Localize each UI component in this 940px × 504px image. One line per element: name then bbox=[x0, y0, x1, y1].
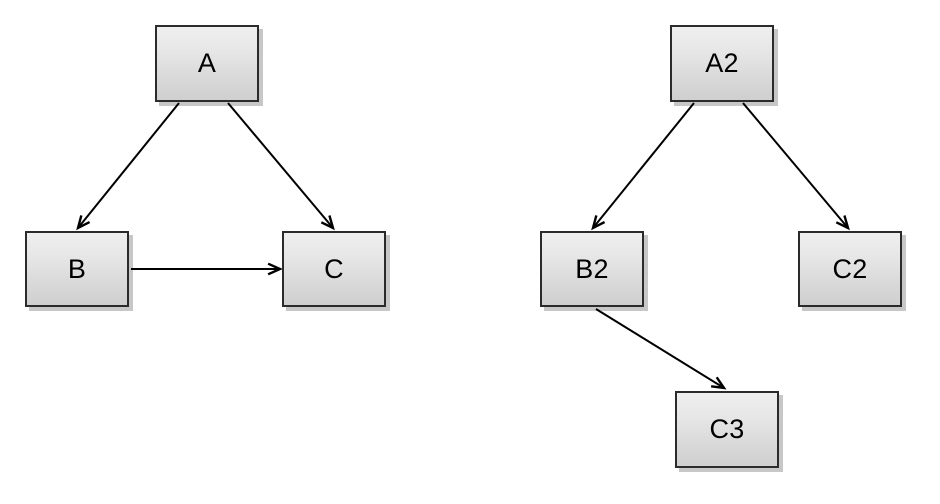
node-label: B bbox=[67, 253, 87, 284]
node-a[interactable]: A bbox=[155, 25, 259, 102]
arrowhead-icon bbox=[591, 215, 606, 231]
edge-line bbox=[592, 102, 695, 229]
node-label: B2 bbox=[575, 253, 609, 284]
node-c2[interactable]: C2 bbox=[798, 231, 902, 307]
node-label: A2 bbox=[705, 48, 739, 78]
arrowhead-icon bbox=[835, 215, 850, 231]
arrowhead-icon bbox=[320, 215, 335, 231]
node-label: C3 bbox=[709, 414, 745, 444]
edge-b2-to-c3 bbox=[595, 308, 727, 390]
edge-line bbox=[227, 102, 334, 229]
edge-a-to-c bbox=[227, 102, 335, 231]
arrowhead-icon bbox=[267, 262, 283, 276]
edge-a2-to-c2 bbox=[742, 102, 850, 231]
edge-line bbox=[595, 308, 725, 389]
node-c3[interactable]: C3 bbox=[675, 391, 779, 468]
node-label: C bbox=[324, 253, 344, 284]
edge-a2-to-b2 bbox=[591, 102, 695, 231]
node-label: C2 bbox=[832, 253, 868, 284]
node-label: A bbox=[197, 48, 217, 78]
node-c[interactable]: C bbox=[282, 231, 386, 307]
node-b[interactable]: B bbox=[25, 231, 129, 307]
arrowhead-icon bbox=[76, 215, 91, 231]
edge-line bbox=[742, 102, 849, 229]
edge-b-to-c bbox=[131, 262, 283, 276]
arrowhead-icon bbox=[710, 376, 727, 390]
edge-line bbox=[77, 102, 180, 229]
node-a2[interactable]: A2 bbox=[670, 25, 774, 102]
edge-a-to-b bbox=[76, 102, 180, 231]
node-b2[interactable]: B2 bbox=[540, 231, 644, 307]
